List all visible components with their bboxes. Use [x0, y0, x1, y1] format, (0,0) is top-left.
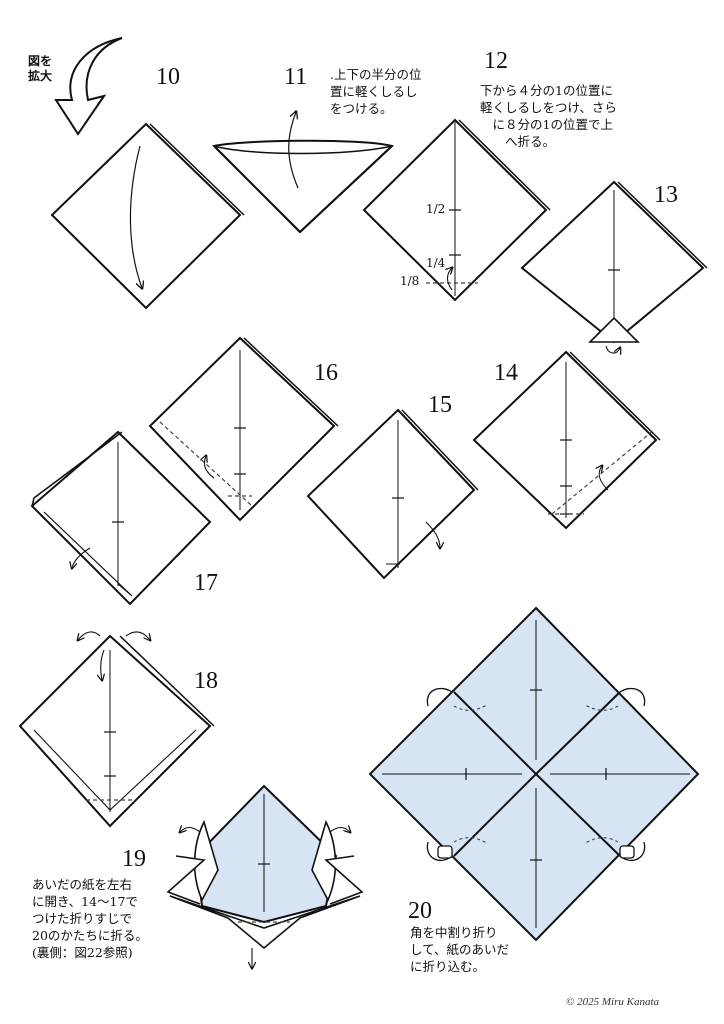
step19-note: あいだの紙を左右 に開き、14〜17で つけた折りすじで 20のかたちに折る。 … — [32, 877, 148, 960]
step19-diagram — [166, 784, 364, 968]
step15-diagram — [306, 408, 479, 580]
step-number-19: 19 — [122, 846, 146, 872]
step13-diagram — [520, 180, 708, 353]
step18-diagram — [18, 631, 215, 828]
step-number-14: 14 — [494, 360, 518, 386]
step-number-16: 16 — [314, 360, 338, 386]
step-number-12: 12 — [484, 48, 508, 74]
step20-note: 角を中割り折り して、紙のあいだ に折り込む。 — [410, 925, 510, 974]
enlarge-arrow-icon — [54, 37, 123, 136]
mark-eighth-label: 1/8 — [400, 274, 420, 288]
step16-diagram — [148, 336, 339, 522]
step-number-20: 20 — [408, 898, 432, 924]
step14-diagram — [472, 350, 661, 530]
copyright-text: © 2025 Miru Kanata — [566, 996, 660, 1008]
step12-diagram — [362, 118, 551, 302]
step-number-10: 10 — [156, 64, 180, 90]
step11-note: .上下の半分の位 置に軽くしるし をつける。 — [330, 67, 422, 116]
step-number-15: 15 — [428, 392, 452, 418]
enlarge-label: 図を 拡大 — [28, 54, 53, 83]
step17-diagram — [30, 430, 212, 606]
step-number-11: 11 — [284, 64, 308, 90]
step11-diagram — [212, 112, 395, 234]
step20-diagram — [368, 606, 700, 942]
step-number-17: 17 — [194, 570, 218, 596]
step10-diagram — [50, 122, 245, 310]
mark-quarter-label: 1/4 — [426, 256, 446, 270]
mark-half-label: 1/2 — [426, 202, 446, 216]
step-number-18: 18 — [194, 668, 218, 694]
step-number-13: 13 — [654, 182, 678, 208]
step12-note: 下から４分の1の位置に 軽くしるしをつけ、さら に８分の1の位置で上 へ折る。 — [480, 83, 617, 149]
